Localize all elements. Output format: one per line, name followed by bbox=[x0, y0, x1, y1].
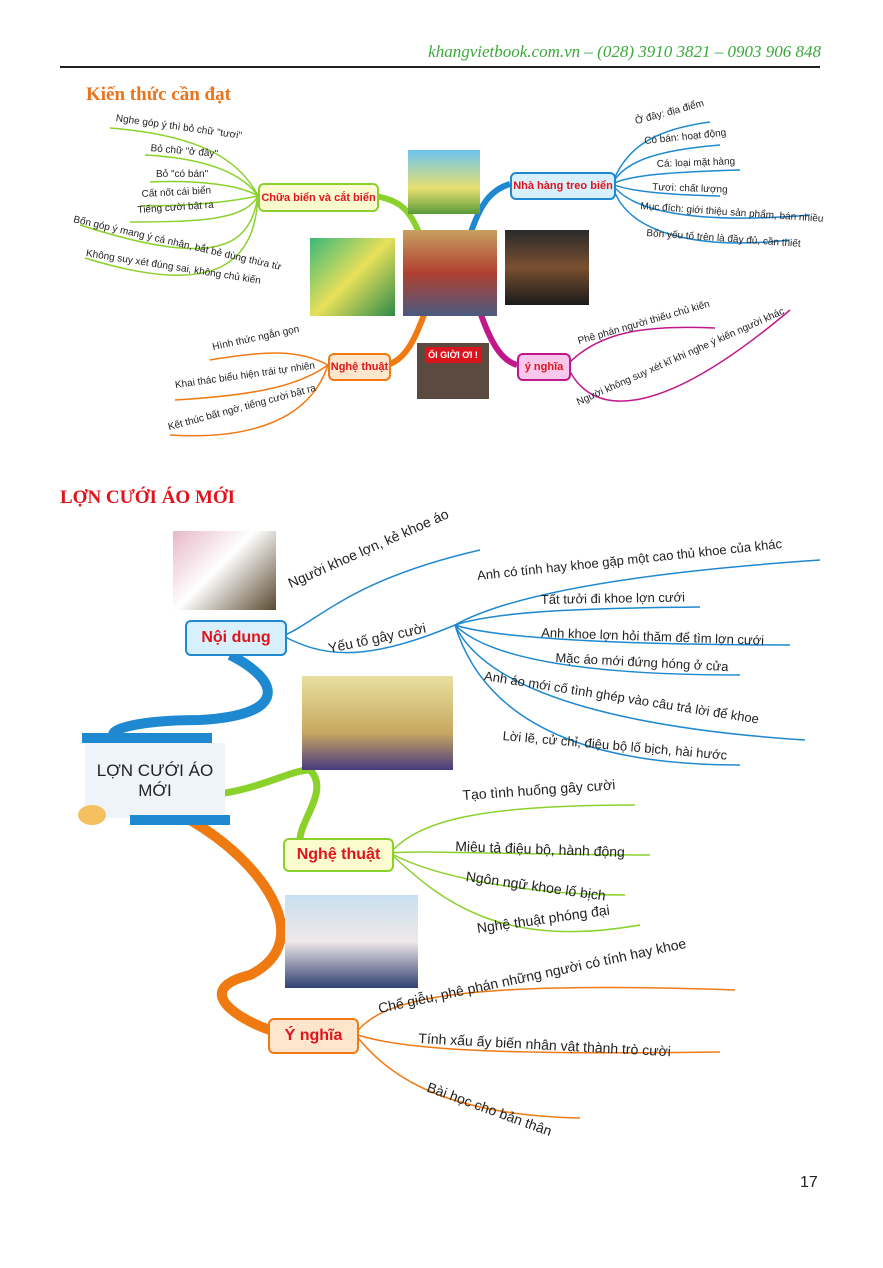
node-nha-hang: Nhà hàng treo biển bbox=[510, 172, 616, 200]
node-chua-bien: Chữa biển và cắt biển bbox=[258, 183, 379, 212]
film-still-image bbox=[505, 230, 589, 305]
story-scene-image-2 bbox=[285, 895, 418, 988]
center-ribbon-top bbox=[82, 733, 212, 743]
node-nghe-thuat-1: Nghệ thuật bbox=[328, 353, 391, 381]
node-y-nghia-2: Ý nghĩa bbox=[268, 1018, 359, 1054]
leaf: Bỏ "có bán" bbox=[156, 169, 209, 180]
center-ribbon-bottom bbox=[130, 815, 230, 825]
page-number: 17 bbox=[800, 1174, 818, 1191]
section-title-kien-thuc: Kiến thức cần đạt bbox=[86, 84, 231, 105]
pig-image bbox=[173, 531, 276, 610]
header-contact: khangvietbook.com.vn – (028) 3910 3821 –… bbox=[428, 42, 821, 61]
node-noi-dung: Nội dung bbox=[185, 620, 287, 656]
center-node: LỢN CƯỚI ÁO MỚI bbox=[85, 743, 225, 818]
shop-scene-image bbox=[403, 230, 497, 316]
billboard-image bbox=[408, 150, 480, 214]
node-y-nghia-1: ý nghĩa bbox=[517, 353, 571, 381]
section-title-lon-cuoi: LỢN CƯỚI ÁO MỚI bbox=[60, 487, 236, 508]
egg-icon bbox=[78, 805, 106, 825]
shop-sign-image: ỐI GIỜI ƠI ! bbox=[417, 343, 489, 399]
node-nghe-thuat-2: Nghệ thuật bbox=[283, 838, 394, 872]
shop-sign-text: ỐI GIỜI ƠI ! bbox=[425, 347, 481, 363]
header-divider bbox=[60, 66, 820, 68]
story-scene-image-1 bbox=[302, 676, 453, 770]
illustration-image bbox=[310, 238, 395, 316]
leaf: Tất tưởi đi khoe lợn cưới bbox=[540, 589, 686, 608]
